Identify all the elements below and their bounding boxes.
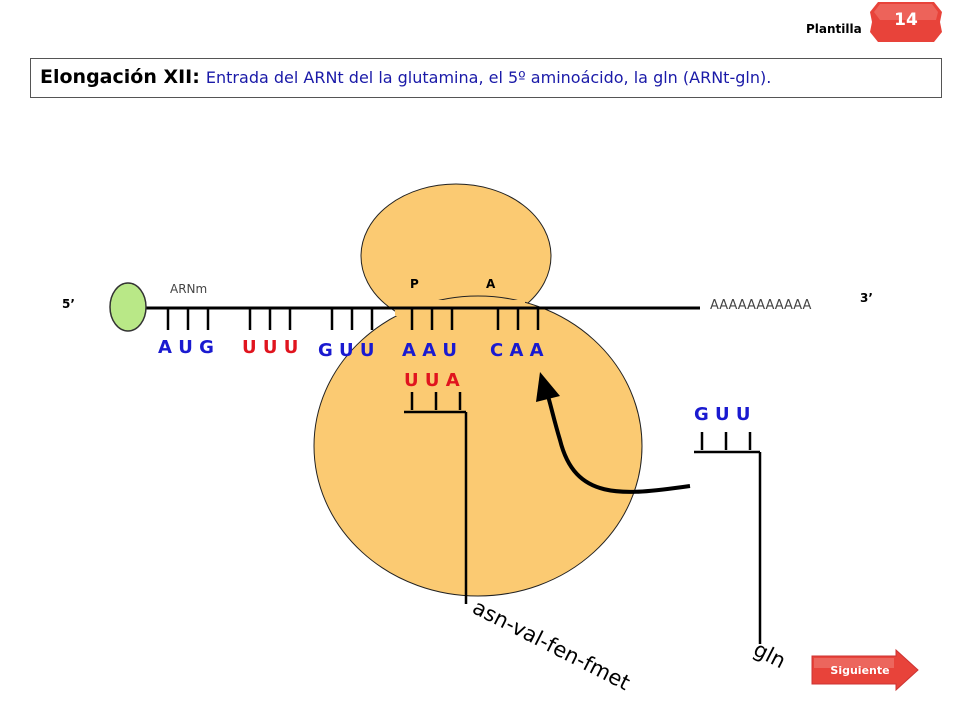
mrna-label: ARNm xyxy=(170,282,207,296)
poly-a-tail: AAAAAAAAAAA xyxy=(710,298,812,313)
five-prime-cap xyxy=(109,282,147,332)
entry-arrowhead xyxy=(536,372,560,402)
codon-caa: C A A xyxy=(490,340,544,361)
template-label: Plantilla xyxy=(806,22,862,36)
codon-uuu: U U U xyxy=(242,337,298,358)
anticodon-incoming: G U U xyxy=(694,404,751,425)
trna-p-site xyxy=(404,392,468,604)
a-site-label: A xyxy=(486,277,496,291)
title-description: Entrada del ARNt del la glutamina, el 5º… xyxy=(205,68,772,87)
trna-incoming xyxy=(694,432,762,644)
ribosome-large-subunit xyxy=(313,295,643,597)
codon-aau: A A U xyxy=(402,340,457,361)
entry-arrow xyxy=(546,395,691,494)
p-site-label: P xyxy=(410,277,419,291)
peptide-chain-label: asn-val-fen-fmet xyxy=(469,595,634,695)
codon-ticks xyxy=(166,308,540,330)
codon-aug: A U G xyxy=(158,337,214,358)
five-prime-label: 5’ xyxy=(62,297,75,311)
anticodon-p-site: U U A xyxy=(404,370,460,391)
codon-guu: G U U xyxy=(318,340,375,361)
title-box xyxy=(30,58,942,98)
slide-title: Elongación XII: Entrada del ARNt del la … xyxy=(40,66,771,88)
slide-number-badge xyxy=(870,2,942,42)
slide-number: 14 xyxy=(894,10,918,30)
amino-acid-label: gln xyxy=(750,637,790,673)
next-button-label[interactable]: Siguiente xyxy=(830,664,890,677)
next-button[interactable] xyxy=(806,648,920,692)
title-heading: Elongación XII: xyxy=(40,66,200,88)
three-prime-label: 3’ xyxy=(860,291,873,305)
